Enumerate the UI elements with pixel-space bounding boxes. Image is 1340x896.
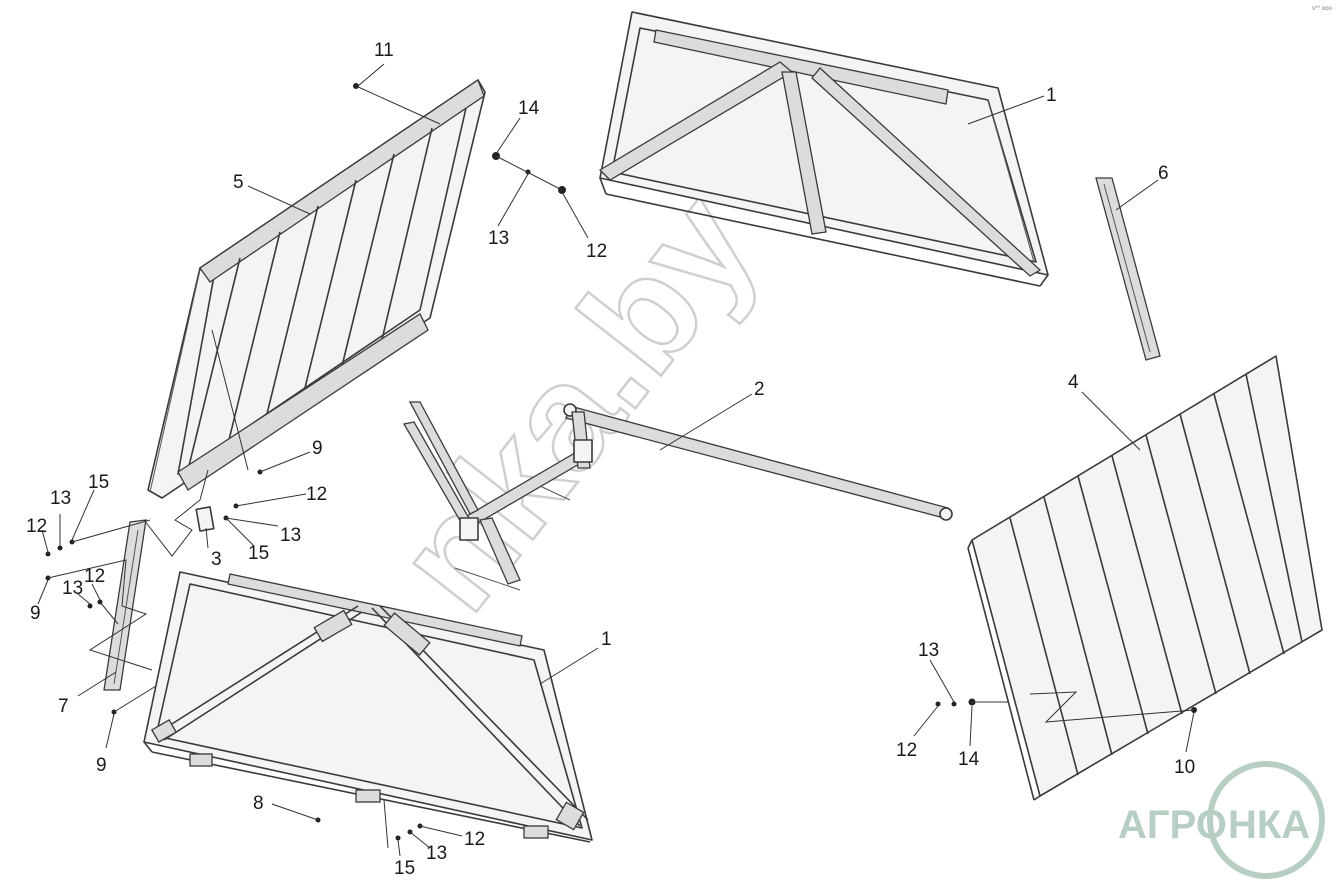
callout-2: 2 — [754, 379, 765, 400]
callout-11: 11 — [374, 40, 394, 61]
callout-10: 10 — [1174, 757, 1195, 778]
callout-12-c: 12 — [26, 516, 47, 537]
callout-15-c: 15 — [394, 858, 415, 879]
callout-6: 6 — [1158, 163, 1169, 184]
callout-12-d: 12 — [84, 566, 105, 587]
callout-8: 8 — [253, 793, 264, 814]
callout-leaders — [37, 63, 1195, 857]
callout-9-a: 9 — [312, 438, 323, 459]
callout-9-b: 9 — [30, 603, 41, 624]
part-3-bracket — [195, 506, 215, 532]
callout-12-f: 12 — [896, 740, 917, 761]
callout-13-b: 13 — [280, 525, 301, 546]
callout-4: 4 — [1068, 372, 1079, 393]
corner-mark: s^° ooo — [1312, 6, 1333, 12]
callout-13-e: 13 — [426, 843, 447, 864]
callout-3: 3 — [211, 549, 222, 570]
callout-9-c: 9 — [96, 755, 107, 776]
callout-13-a: 13 — [488, 228, 509, 249]
callout-7: 7 — [58, 696, 69, 717]
part-5-slatted-panel — [147, 78, 486, 499]
callout-15-a: 15 — [88, 472, 109, 493]
part-7-hinge-bar — [103, 519, 147, 691]
callout-13-c: 13 — [50, 488, 71, 509]
callout-13-d: 13 — [62, 578, 83, 599]
logo-circle — [1207, 761, 1325, 879]
part-1-bottom-frame — [143, 571, 593, 843]
callout-15-b: 15 — [248, 543, 269, 564]
callout-14-b: 14 — [958, 749, 980, 770]
callout-5: 5 — [233, 172, 244, 193]
callout-14-a: 14 — [518, 98, 540, 119]
callout-13-f: 13 — [918, 640, 939, 661]
part-1-top-frame — [598, 11, 1049, 287]
brand-logo: АГРО НКА — [1118, 761, 1325, 879]
callout-12-a: 12 — [306, 484, 327, 505]
callout-1-bottom: 1 — [601, 629, 612, 650]
assembly-lines — [47, 85, 1195, 849]
callout-1-top: 1 — [1046, 85, 1057, 106]
logo-right-text: НКА — [1228, 803, 1310, 847]
callout-12-b: 12 — [586, 241, 607, 262]
callout-12-e: 12 — [464, 829, 485, 850]
part-4-board-panel — [967, 355, 1323, 801]
logo-left-text: АГРО — [1118, 803, 1227, 847]
callout-labels: 1 1 2 3 4 5 6 7 8 9 9 9 10 11 12 12 12 1… — [26, 40, 1195, 879]
part-6-rail — [1095, 177, 1161, 361]
part-2-shaft-mechanism — [402, 401, 953, 591]
